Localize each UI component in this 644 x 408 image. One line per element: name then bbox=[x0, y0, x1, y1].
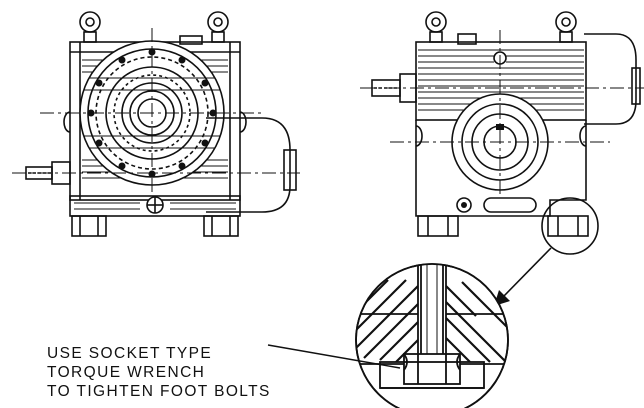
note-leader-line bbox=[267, 344, 401, 369]
center-lines bbox=[12, 28, 300, 192]
detail-reference-circle bbox=[541, 197, 599, 255]
lifting-eye-left bbox=[425, 11, 447, 43]
lower-casing bbox=[415, 120, 587, 217]
foot-left bbox=[71, 215, 107, 237]
drain-plug bbox=[456, 197, 537, 213]
lifting-eye-right bbox=[207, 11, 229, 43]
foot-left bbox=[417, 215, 459, 237]
note-line-1: USE SOCKET TYPE bbox=[47, 345, 212, 362]
lifting-eye-right bbox=[555, 11, 577, 43]
motor bbox=[584, 33, 641, 125]
gearbox-end-view bbox=[12, 11, 300, 237]
note-line-2: TORQUE WRENCH bbox=[47, 364, 205, 381]
note-line-3: TO TIGHTEN FOOT BOLTS bbox=[47, 383, 271, 400]
foot-bolt-detail-view bbox=[355, 263, 509, 408]
center-lines bbox=[360, 30, 644, 196]
base bbox=[69, 195, 241, 217]
foot-right bbox=[547, 215, 589, 237]
motor bbox=[206, 117, 297, 213]
foot-bolt bbox=[403, 264, 461, 385]
foot-right bbox=[203, 215, 239, 237]
lifting-eye-left bbox=[79, 11, 101, 43]
gearbox-side-view bbox=[360, 11, 644, 255]
detail-leader-arrow bbox=[494, 247, 552, 306]
annotation-note: USE SOCKET TYPE TORQUE WRENCH TO TIGHTEN… bbox=[47, 344, 401, 400]
